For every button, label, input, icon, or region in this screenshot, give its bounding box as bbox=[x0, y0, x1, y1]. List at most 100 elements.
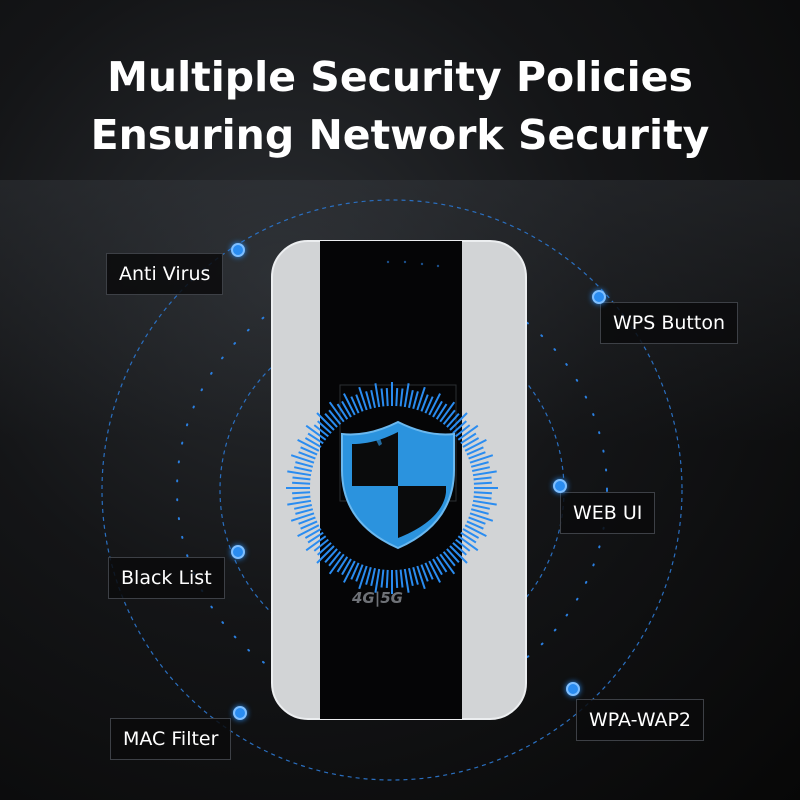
burst-tick bbox=[295, 508, 314, 515]
burst-tick bbox=[473, 476, 492, 481]
burst-tick bbox=[385, 569, 389, 588]
burst-tick bbox=[317, 420, 332, 434]
burst-tick bbox=[428, 393, 441, 416]
feature-label-anti-virus: Anti Virus bbox=[106, 253, 224, 295]
burst-tick bbox=[468, 451, 486, 460]
burst-tick bbox=[416, 565, 426, 590]
burst-tick bbox=[424, 562, 434, 580]
burst-tick bbox=[466, 520, 484, 530]
burst-tick bbox=[341, 558, 352, 576]
burst-tick bbox=[439, 553, 456, 575]
feature-label-wpa: WPA-WAP2 bbox=[576, 699, 704, 741]
burst-tick bbox=[472, 499, 497, 506]
burst-tick bbox=[287, 470, 312, 477]
burst-tick bbox=[470, 461, 489, 468]
burst-tick bbox=[446, 413, 460, 428]
feature-dot-anti-virus bbox=[231, 243, 245, 257]
burst-tick bbox=[287, 499, 312, 506]
burst-tick bbox=[399, 388, 404, 407]
burst-tick bbox=[290, 454, 315, 464]
burst-tick bbox=[452, 420, 467, 434]
burst-tick bbox=[471, 504, 491, 510]
burst-tick bbox=[457, 424, 479, 441]
burst-tick bbox=[307, 432, 324, 445]
burst-tick bbox=[297, 524, 320, 537]
burst-tick bbox=[293, 504, 313, 510]
burst-tick bbox=[292, 491, 311, 495]
burst-tick bbox=[313, 424, 329, 438]
burst-tick bbox=[403, 383, 410, 408]
burst-tick bbox=[408, 567, 414, 587]
burst-tick bbox=[295, 461, 314, 468]
burst-tick bbox=[420, 394, 429, 412]
burst-tick bbox=[473, 491, 492, 495]
burst-tick bbox=[297, 439, 320, 452]
burst-tick bbox=[336, 556, 349, 573]
feature-dot-mac-filter bbox=[233, 706, 247, 720]
burst-tick bbox=[304, 437, 322, 448]
burst-tick bbox=[432, 400, 443, 418]
burst-tick bbox=[374, 568, 381, 593]
burst-tick bbox=[460, 432, 477, 445]
headline: Multiple Security Policies Ensuring Netw… bbox=[0, 48, 800, 164]
burst-tick bbox=[370, 389, 376, 409]
burst-tick bbox=[460, 531, 477, 544]
burst-tick bbox=[403, 568, 410, 593]
network-badge: 4G|5G bbox=[352, 589, 403, 607]
burst-tick bbox=[464, 439, 487, 452]
burst-tick bbox=[365, 566, 372, 585]
outer-ring bbox=[101, 199, 683, 781]
burst-tick bbox=[316, 545, 335, 564]
burst-tick bbox=[473, 495, 492, 500]
burst-tick bbox=[305, 424, 327, 441]
burst-tick bbox=[473, 481, 492, 485]
burst-tick bbox=[380, 569, 385, 588]
burst-tick bbox=[300, 446, 318, 456]
burst-tick bbox=[298, 516, 316, 525]
headline-line-1: Multiple Security Policies bbox=[107, 53, 693, 101]
burst-tick bbox=[305, 535, 327, 552]
burst-tick bbox=[293, 466, 313, 472]
burst-tick bbox=[472, 470, 497, 477]
burst-tick bbox=[385, 388, 389, 407]
burst-tick bbox=[350, 396, 360, 414]
burst-tick bbox=[416, 386, 426, 411]
dotted-ring bbox=[176, 274, 608, 706]
burst-tick bbox=[469, 512, 494, 522]
burst-tick bbox=[324, 413, 338, 428]
burst-tick bbox=[408, 389, 414, 409]
burst-tick bbox=[468, 516, 486, 525]
burst-tick bbox=[412, 566, 419, 585]
burst-tick bbox=[449, 545, 468, 564]
feature-label-black-list: Black List bbox=[108, 557, 225, 599]
burst-tick bbox=[317, 542, 332, 556]
burst-tick bbox=[355, 564, 364, 582]
burst-tick bbox=[455, 424, 471, 438]
burst-tick bbox=[435, 403, 448, 420]
burst-tick bbox=[442, 409, 456, 425]
burst-tick bbox=[343, 393, 356, 416]
burst-tick bbox=[358, 386, 368, 411]
burst-tick bbox=[328, 551, 342, 567]
burst-tick bbox=[324, 548, 338, 563]
feature-dot-wpa bbox=[566, 682, 580, 696]
burst-tick bbox=[328, 553, 345, 575]
burst-tick bbox=[399, 569, 404, 588]
burst-tick bbox=[380, 388, 385, 407]
burst-tick bbox=[328, 409, 342, 425]
burst-tick bbox=[452, 542, 467, 556]
burst-tick bbox=[462, 528, 480, 539]
burst-tick bbox=[470, 508, 489, 515]
burst-tick bbox=[307, 531, 324, 544]
burst-tick bbox=[449, 412, 468, 431]
feature-label-mac-filter: MAC Filter bbox=[110, 718, 232, 760]
radial-burst bbox=[286, 382, 498, 594]
headline-line-2: Ensuring Network Security bbox=[90, 111, 710, 159]
burst-tick bbox=[420, 564, 429, 582]
burst-tick bbox=[328, 401, 345, 423]
burst-tick bbox=[343, 560, 356, 583]
burst-tick bbox=[457, 535, 479, 552]
burst-tick bbox=[298, 451, 316, 460]
burst-tick bbox=[395, 388, 399, 407]
